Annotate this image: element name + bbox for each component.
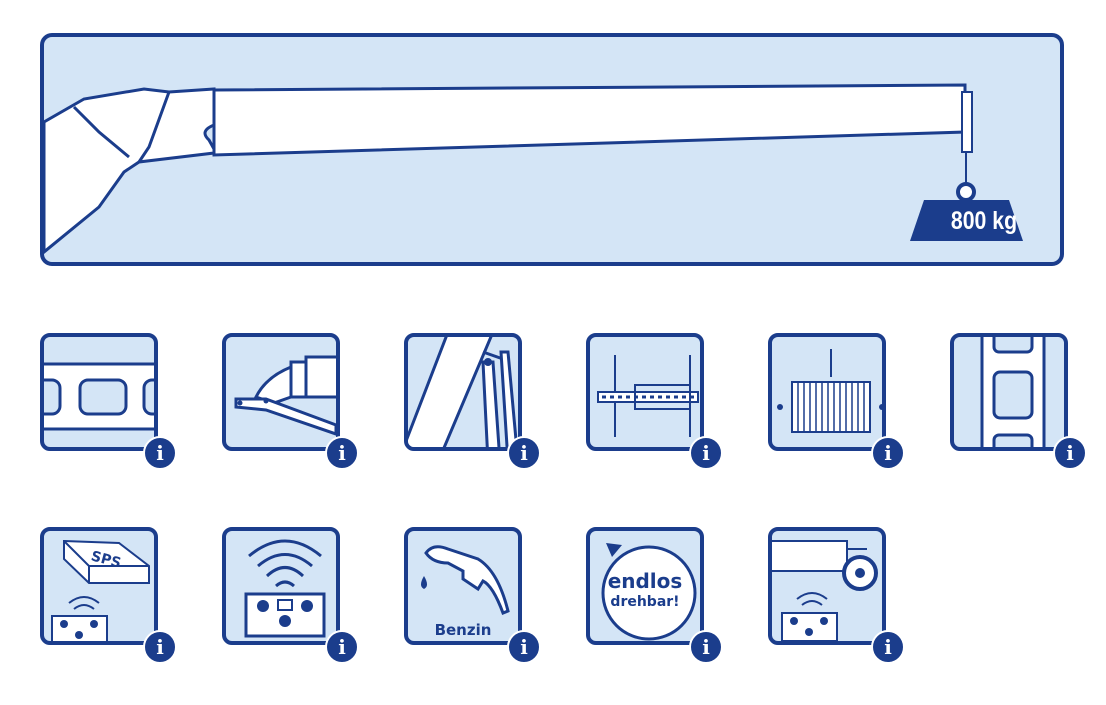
weight-label: 800 kg (950, 207, 1018, 235)
info-button[interactable]: i (143, 436, 177, 470)
chain-track-icon (980, 337, 1046, 447)
info-button[interactable]: i (325, 436, 359, 470)
tile-hydraulic-cylinder[interactable]: i (404, 333, 541, 470)
lifting-magnet-icon (777, 349, 882, 433)
svg-text:SPS: SPS (89, 548, 123, 571)
tile-fuel-nozzle[interactable]: Benzin i (404, 527, 541, 664)
tile-rail-system[interactable]: i (586, 333, 723, 470)
gripper-joint-icon (234, 355, 336, 436)
hydraulic-cylinder-icon (408, 337, 518, 447)
info-button[interactable]: i (143, 630, 177, 664)
tile-trailer-remote[interactable]: i (768, 527, 905, 664)
info-button[interactable]: i (871, 630, 905, 664)
rotatable-label: drehbar! (610, 594, 680, 610)
tile-chain-track[interactable]: i (950, 333, 1087, 470)
sps-remote-icon: SPS (51, 539, 150, 641)
info-button[interactable]: i (507, 436, 541, 470)
radio-remote-icon (244, 539, 326, 638)
info-button[interactable]: i (1053, 436, 1087, 470)
tile-sps-remote[interactable]: SPS i (40, 527, 177, 664)
trailer-remote-icon (772, 540, 878, 641)
fuel-nozzle-icon (421, 545, 510, 615)
crane-arm-illustration (44, 83, 1023, 254)
tile-endless-rotation[interactable]: endlos drehbar! i (586, 527, 723, 664)
endless-rotation-icon (601, 543, 697, 641)
fuel-label: Benzin (434, 621, 492, 639)
track-profile-icon (44, 362, 154, 431)
tile-lifting-magnet[interactable]: i (768, 333, 905, 470)
rail-system-icon (597, 355, 699, 437)
info-button[interactable]: i (871, 436, 905, 470)
crane-arm-banner: 800 kg (40, 33, 1064, 266)
tile-radio-remote[interactable]: i (222, 527, 359, 664)
info-button[interactable]: i (325, 630, 359, 664)
info-button[interactable]: i (689, 436, 723, 470)
tile-gripper-joint[interactable]: i (222, 333, 359, 470)
info-button[interactable]: i (689, 630, 723, 664)
tile-track-profile[interactable]: i (40, 333, 177, 470)
info-button[interactable]: i (507, 630, 541, 664)
endless-label: endlos (607, 569, 683, 593)
